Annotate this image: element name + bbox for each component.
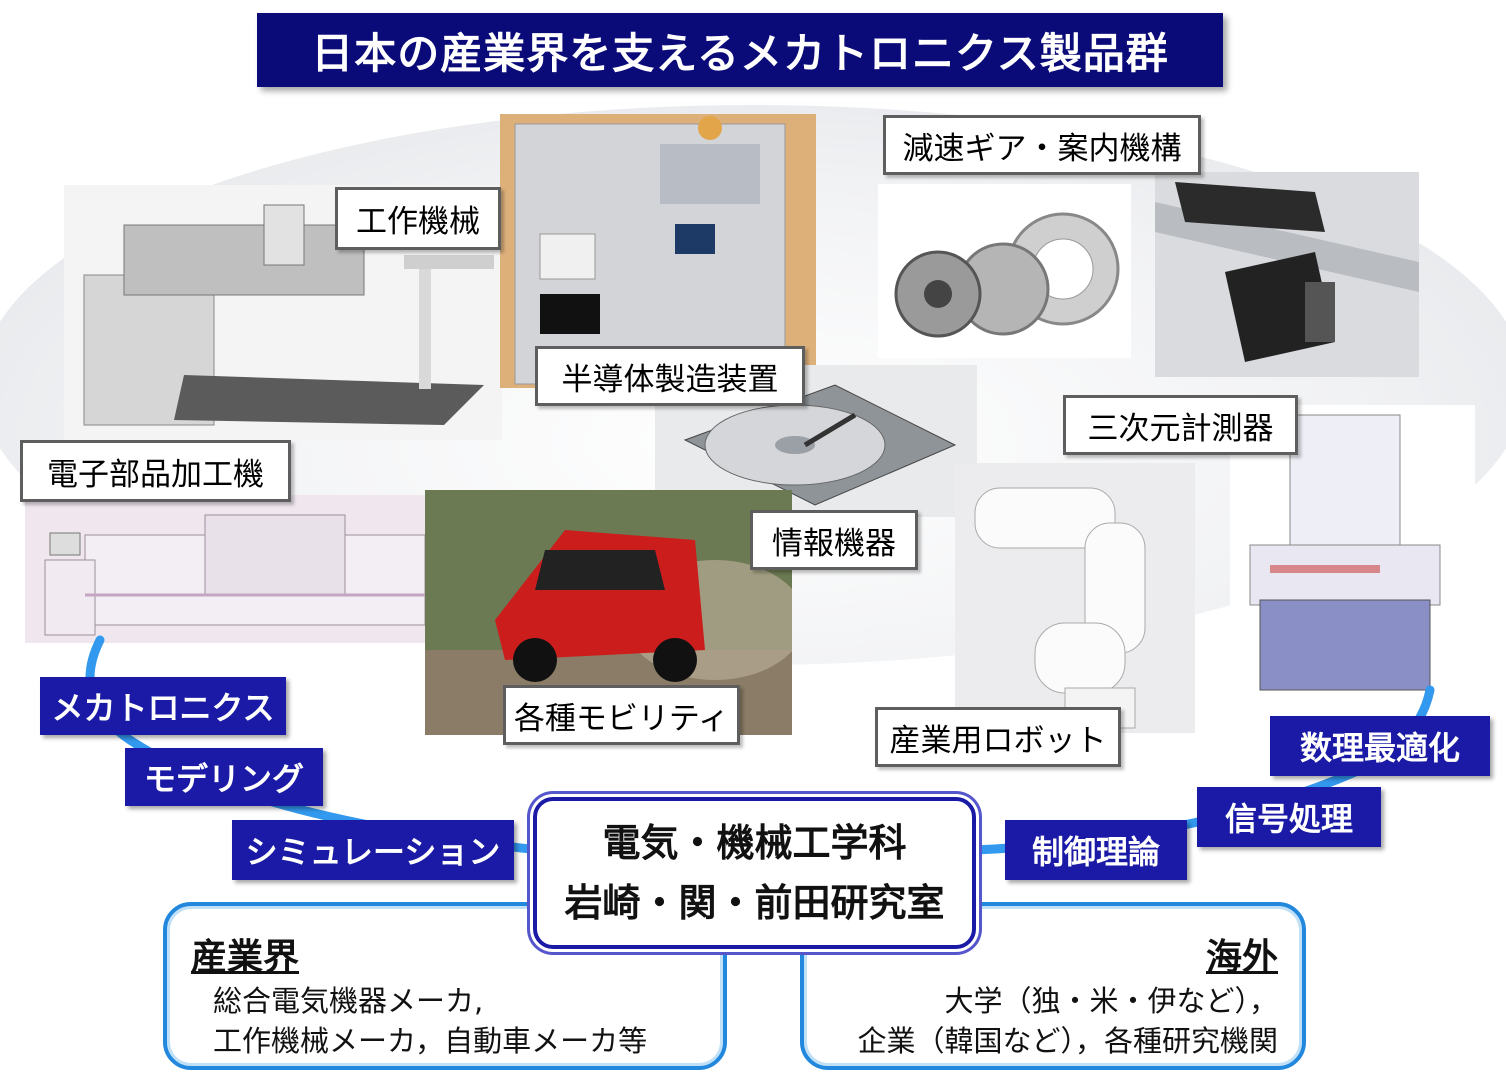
tag-optimization: 数理最適化: [1270, 716, 1490, 776]
tag-modeling: モデリング: [125, 748, 323, 806]
semiconductor-equipment-photo: [500, 114, 816, 388]
lab-box: 電気・機械工学科 岩崎・関・前田研究室: [533, 797, 976, 949]
label-info-equipment: 情報機器: [750, 510, 918, 570]
left-connector-arc: [85, 635, 545, 855]
label-semiconductor-equipment: 半導体製造装置: [535, 346, 805, 406]
page-title: 日本の産業界を支えるメカトロニクス製品群: [257, 13, 1223, 87]
label-cmm: 三次元計測器: [1063, 395, 1298, 455]
cmm-photo: [1230, 405, 1475, 695]
industry-line-2: 工作機械メーカ，自動車メーカ等: [213, 1024, 648, 1058]
tag-simulation: シミュレーション: [232, 820, 514, 880]
label-industrial-robot: 産業用ロボット: [875, 707, 1121, 767]
lab-department: 電気・機械工学科: [602, 821, 907, 865]
industry-line-1: 総合電気機器メーカ,: [213, 984, 484, 1018]
machine-tool-photo: [64, 185, 502, 440]
label-electronics-machine: 電子部品加工機: [20, 440, 291, 502]
electronics-machine-photo: [25, 495, 445, 643]
label-reducer-gear: 減速ギア・案内機構: [883, 115, 1201, 175]
linear-guide-photo: [1155, 172, 1419, 377]
overseas-line-2: 企業（韓国など），各種研究機関: [857, 1024, 1278, 1058]
tag-mechatronics: メカトロニクス: [40, 677, 286, 735]
overseas-box: 海外 大学（独・米・伊など）， 企業（韓国など），各種研究機関: [800, 902, 1306, 1070]
industry-box: 産業界 総合電気機器メーカ, 工作機械メーカ，自動車メーカ等: [163, 902, 727, 1070]
label-machine-tool: 工作機械: [335, 187, 501, 250]
industry-heading: 産業界: [191, 937, 300, 978]
overseas-line-1: 大学（独・米・伊など），: [944, 984, 1278, 1018]
lab-name: 岩崎・関・前田研究室: [564, 881, 945, 925]
tag-signal-processing: 信号処理: [1197, 787, 1381, 847]
label-mobility: 各種モビリティ: [503, 685, 740, 745]
reducer-gear-photo: [878, 184, 1131, 358]
tag-control-theory: 制御理論: [1005, 820, 1187, 880]
overseas-heading: 海外: [1205, 937, 1278, 978]
